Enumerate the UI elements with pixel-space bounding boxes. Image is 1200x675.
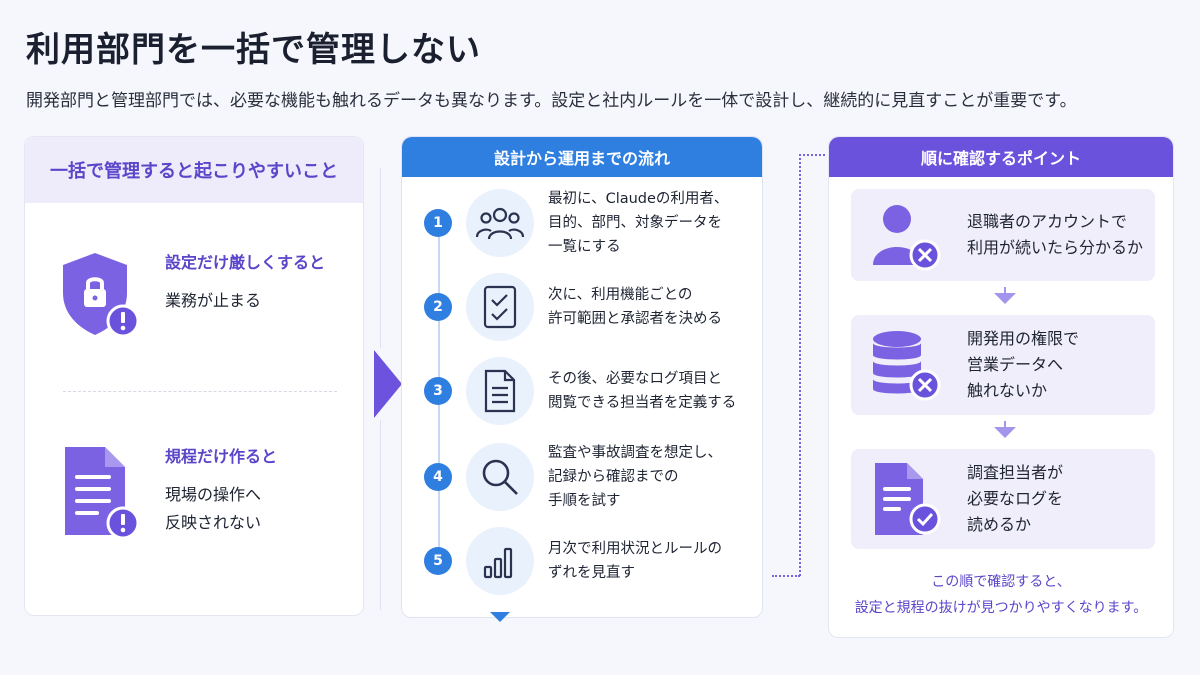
step-number: 5: [424, 547, 452, 575]
step-1: 1 最初に、Claudeの利用者、 目的、部門、対象データを 一覧にする: [424, 187, 758, 259]
step-number: 2: [424, 293, 452, 321]
down-arrow-icon: [994, 427, 1016, 438]
arrow-stem: [1004, 421, 1006, 427]
arrow-stem: [1004, 287, 1006, 293]
user-x-icon: [865, 195, 945, 275]
middle-panel: 設計から運用までの流れ 1 最初に、Claudeの利用者、 目的、部門、対象デー…: [401, 136, 763, 618]
step-text-line: 記録から確認までの: [548, 469, 679, 485]
step-text-line: その後、必要なログ項目と: [548, 371, 722, 387]
step-text-line: 一覧にする: [548, 239, 621, 255]
separator-line: [380, 168, 381, 348]
step-text-line: 目的、部門、対象データを: [548, 215, 722, 231]
checklist-icon: [466, 273, 534, 341]
step-text-line: 許可範囲と承認者を決める: [548, 311, 722, 327]
step-number: 4: [424, 463, 452, 491]
page-subtitle: 開発部門と管理部門では、必要な機能も触れるデータも異なります。設定と社内ルールを…: [26, 91, 1077, 111]
step-5: 5 月次で利用状況とルールの ずれを見直す: [424, 527, 758, 595]
case-label: 規程だけ作ると: [165, 447, 278, 466]
check-item-1: 退職者のアカウントで 利用が続いたら分かるか: [851, 189, 1155, 281]
step-text-line: 手順を試す: [548, 493, 621, 509]
check-text-line: 触れないか: [967, 381, 1048, 400]
check-item-2: 開発用の権限で 営業データへ 触れないか: [851, 315, 1155, 415]
check-text-line: 利用が続いたら分かるか: [967, 238, 1144, 257]
step-text-line: 最初に、Claudeの利用者、: [548, 191, 729, 207]
connector-line: [799, 154, 801, 576]
step-number: 1: [424, 209, 452, 237]
footer-note-line: 設定と規程の抜けが見つかりやすくなります。: [854, 600, 1148, 616]
bar-chart-icon: [466, 527, 534, 595]
check-item-3: 調査担当者が 必要なログを 読めるか: [851, 449, 1155, 549]
step-text-line: 次に、利用機能ごとの: [548, 287, 693, 303]
footer-note-line: この順で確認すると、: [931, 574, 1071, 590]
step-text-line: 監査や事故調査を想定し、: [548, 445, 722, 461]
left-divider: [63, 391, 337, 392]
case-desc-line: 現場の操作へ: [165, 485, 262, 504]
right-arrow-icon: [374, 350, 402, 418]
document-icon: [466, 357, 534, 425]
right-panel: 順に確認するポイント 退職者のアカウントで 利用が続いたら分かるか: [828, 136, 1174, 638]
document-check-icon: [865, 459, 945, 539]
page-title: 利用部門を一括で管理しない: [26, 30, 481, 70]
check-text-line: 営業データへ: [967, 355, 1064, 374]
separator-line: [380, 420, 381, 610]
connector-line: [799, 154, 825, 156]
case-desc-line: 反映されない: [165, 513, 262, 532]
connector-line: [772, 575, 800, 577]
check-text-line: 読めるか: [967, 515, 1032, 534]
check-text-line: 調査担当者が: [967, 463, 1064, 482]
step-text-line: 閲覧できる担当者を定義する: [548, 395, 737, 411]
step-2: 2 次に、利用機能ごとの 許可範囲と承認者を決める: [424, 273, 758, 341]
right-panel-header: 順に確認するポイント: [829, 137, 1173, 177]
case-strict-settings: 設定だけ厳しくすると 業務が止まる: [59, 249, 325, 339]
step-text-line: ずれを見直す: [548, 565, 635, 581]
document-warning-icon: [59, 443, 140, 540]
shield-lock-warning-icon: [59, 249, 140, 339]
case-rules-only: 規程だけ作ると 現場の操作へ 反映されない: [59, 443, 278, 540]
left-panel: 一括で管理すると起こりやすいこと 設定だけ厳しくすると 業務が止まる: [24, 136, 364, 616]
down-arrow-icon: [994, 293, 1016, 304]
case-desc: 業務が止まる: [165, 291, 262, 310]
middle-panel-header: 設計から運用までの流れ: [402, 137, 762, 177]
footer-note: この順で確認すると、 設定と規程の抜けが見つかりやすくなります。: [829, 569, 1173, 621]
left-panel-header: 一括で管理すると起こりやすいこと: [25, 137, 363, 203]
step-number: 3: [424, 377, 452, 405]
step-4: 4 監査や事故調査を想定し、 記録から確認までの 手順を試す: [424, 441, 758, 513]
search-icon: [466, 443, 534, 511]
step-3: 3 その後、必要なログ項目と 閲覧できる担当者を定義する: [424, 357, 758, 425]
step-text-line: 月次で利用状況とルールの: [548, 541, 722, 557]
check-text-line: 開発用の権限で: [967, 329, 1080, 348]
case-label: 設定だけ厳しくすると: [165, 253, 326, 272]
down-arrow-icon: [490, 612, 510, 622]
users-icon: [466, 189, 534, 257]
check-text-line: 必要なログを: [967, 489, 1064, 508]
check-text-line: 退職者のアカウントで: [967, 212, 1128, 231]
database-x-icon: [865, 325, 945, 405]
